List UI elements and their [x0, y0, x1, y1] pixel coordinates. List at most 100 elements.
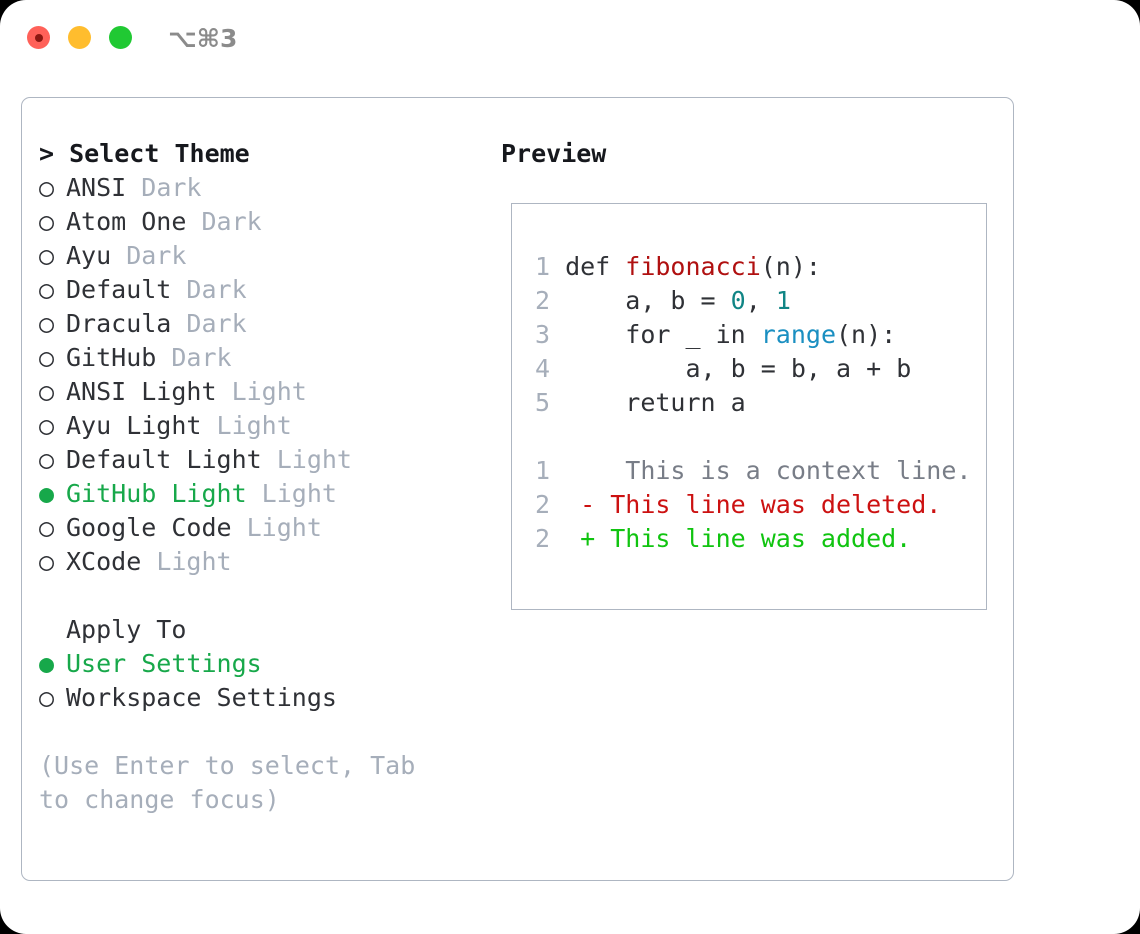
code-line: 3 for _ in range(n):	[524, 318, 971, 352]
theme-list-item[interactable]: ○ Ayu Dark	[39, 239, 479, 273]
theme-name: Google Code	[66, 513, 232, 542]
radio-unselected-icon[interactable]: ○	[39, 445, 55, 474]
theme-name: ANSI	[66, 173, 127, 202]
code-line: 2 a, b = 0, 1	[524, 284, 971, 318]
code-token: for _ in	[565, 320, 761, 349]
code-token: fibonacci	[625, 252, 761, 281]
title-bar: ⌥⌘3	[0, 0, 1140, 76]
select-theme-header: > Select Theme	[39, 139, 250, 168]
code-token: range	[760, 320, 836, 349]
theme-name: GitHub	[66, 343, 157, 372]
theme-name: Default Light	[66, 445, 262, 474]
code-token: def	[565, 252, 626, 281]
code-line: 4 a, b = b, a + b	[524, 352, 971, 386]
theme-variant-label: Dark	[171, 309, 247, 338]
theme-name: Default	[66, 275, 172, 304]
close-window-icon[interactable]	[27, 26, 50, 49]
apply-to-label: Workspace Settings	[66, 683, 337, 712]
apply-to-list[interactable]: ●User Settings○ Workspace Settings	[39, 647, 479, 715]
radio-selected-icon[interactable]: ●	[39, 649, 55, 678]
diff-text: This is a context line.	[580, 456, 972, 485]
line-number: 1	[534, 456, 550, 485]
radio-unselected-icon[interactable]: ○	[39, 275, 55, 304]
theme-variant-label: Dark	[126, 173, 202, 202]
theme-variant-label: Dark	[156, 343, 232, 372]
code-token: 0	[730, 286, 746, 315]
theme-variant-label: Light	[216, 377, 307, 406]
code-token: a, b =	[565, 286, 731, 315]
traffic-lights	[27, 26, 132, 49]
theme-variant-label: Dark	[186, 207, 262, 236]
code-token: ,	[745, 286, 776, 315]
theme-list-item[interactable]: ○ Atom One Dark	[39, 205, 479, 239]
theme-selector-column: > Select Theme ○ANSI Dark○Atom One Dark○…	[39, 137, 479, 817]
line-number: 3	[534, 320, 550, 349]
theme-list-item[interactable]: ● GitHub Light Light	[39, 477, 479, 511]
diff-line: 2 - This line was deleted.	[524, 488, 971, 522]
theme-variant-label: Light	[201, 411, 292, 440]
radio-unselected-icon[interactable]: ○	[39, 343, 55, 372]
theme-name: GitHub Light	[66, 479, 247, 508]
diff-line: 1 This is a context line.	[524, 454, 972, 488]
radio-unselected-icon[interactable]: ○	[39, 411, 55, 440]
theme-name: Atom One	[66, 207, 187, 236]
theme-name: Dracula	[66, 309, 172, 338]
theme-list-item[interactable]: ○ Default Light Light	[39, 443, 479, 477]
radio-unselected-icon[interactable]: ○	[39, 683, 55, 712]
theme-variant-label: Light	[231, 513, 322, 542]
radio-unselected-icon[interactable]: ○	[39, 377, 55, 406]
code-token: 1	[775, 286, 791, 315]
theme-list-item[interactable]: ○Ayu Light Light	[39, 409, 479, 443]
theme-list-item[interactable]: ○ GitHub Dark	[39, 341, 479, 375]
line-number: 4	[534, 354, 550, 383]
theme-name: ANSI Light	[66, 377, 217, 406]
radio-unselected-icon[interactable]: ○	[39, 207, 55, 236]
code-line: 5 return a	[524, 386, 971, 420]
keyboard-hint: (Use Enter to select, Tab to change focu…	[39, 751, 416, 814]
theme-variant-label: Dark	[171, 275, 247, 304]
code-token: return a	[565, 388, 746, 417]
radio-unselected-icon[interactable]: ○	[39, 547, 55, 576]
theme-list-item[interactable]: ○ Dracula Dark	[39, 307, 479, 341]
theme-list-item[interactable]: ○ Default Dark	[39, 273, 479, 307]
theme-list-item[interactable]: ○ XCode Light	[39, 545, 479, 579]
code-line: 1 def fibonacci(n):	[524, 250, 971, 284]
radio-unselected-icon[interactable]: ○	[39, 309, 55, 338]
theme-list-item[interactable]: ○ ANSI Light Light	[39, 375, 479, 409]
minimize-window-icon[interactable]	[68, 26, 91, 49]
theme-variant-label: Dark	[111, 241, 187, 270]
diff-text: + This line was added.	[580, 524, 912, 553]
line-number: 2	[534, 524, 550, 553]
apply-to-header: ●Apply To	[66, 615, 187, 644]
line-number: 2	[534, 490, 550, 519]
code-token: a, b = b, a + b	[565, 354, 912, 383]
diff-line: 2 + This line was added.	[524, 522, 971, 556]
theme-variant-label: Light	[141, 547, 232, 576]
theme-name: XCode	[66, 547, 142, 576]
theme-list[interactable]: ○ ANSI Dark ○ Atom One Dark ○ Ayu Dark ○ Defaul…	[39, 171, 479, 579]
theme-variant-label: Light	[261, 445, 352, 474]
theme-list-item[interactable]: ○ Google Code Light	[39, 511, 479, 545]
theme-list-item[interactable]: ○ ANSI Dark	[39, 171, 479, 205]
list-spacer	[39, 579, 479, 613]
theme-name: Ayu	[66, 241, 112, 270]
radio-unselected-icon[interactable]: ○	[39, 241, 55, 270]
apply-to-item[interactable]: ●User Settings	[39, 647, 479, 681]
apply-to-item[interactable]: ○ Workspace Settings	[39, 681, 479, 715]
preview-column: Preview 1 def fibonacci(n):2 a, b = 0, 1…	[501, 137, 1001, 610]
radio-selected-icon[interactable]: ●	[39, 479, 55, 508]
keyboard-shortcut-label: ⌥⌘3	[168, 24, 238, 53]
radio-unselected-icon[interactable]: ○	[39, 173, 55, 202]
maximize-window-icon[interactable]	[109, 26, 132, 49]
code-token: (n):	[836, 320, 897, 349]
line-number: 2	[534, 286, 550, 315]
code-token: (n):	[760, 252, 821, 281]
hint-spacer	[39, 715, 479, 749]
code-diff-separator	[524, 420, 971, 454]
preview-title: Preview	[501, 139, 607, 168]
theme-variant-label: Light	[246, 479, 337, 508]
radio-unselected-icon[interactable]: ○	[39, 513, 55, 542]
